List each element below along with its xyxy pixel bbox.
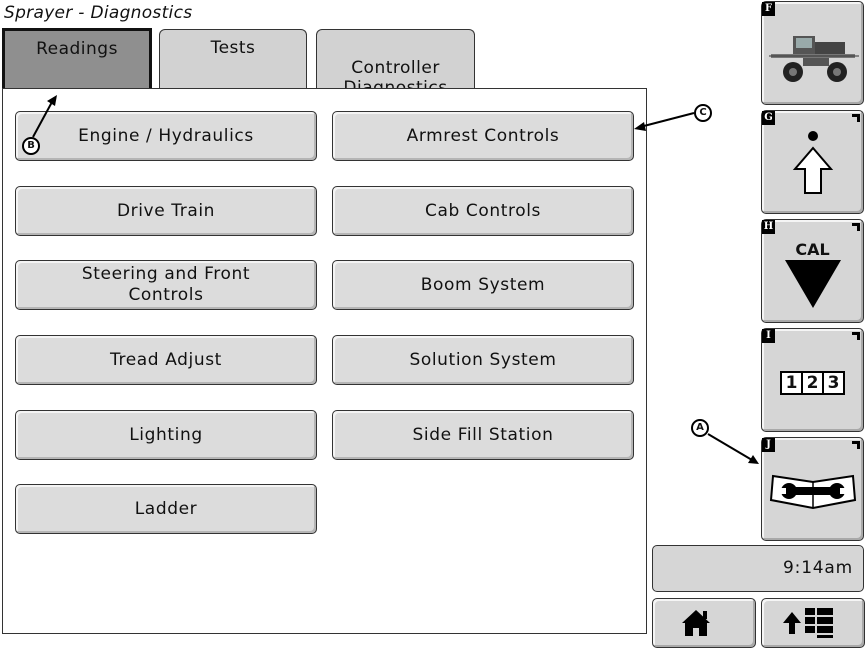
side-fill-station-button[interactable]: Side Fill Station (332, 410, 634, 460)
tread-adjust-button[interactable]: Tread Adjust (15, 335, 317, 385)
corner-marker-icon (852, 332, 860, 340)
home-icon (682, 610, 710, 636)
sprayer-machine-icon (769, 36, 859, 82)
softkey-letter: G (762, 111, 775, 125)
callout-a: A (691, 419, 709, 437)
softkey-i-numeric[interactable]: I 1 2 3 (761, 328, 864, 432)
button-label: Tread Adjust (110, 349, 222, 370)
diagnostics-wrench-book-icon (769, 474, 857, 510)
cab-controls-button[interactable]: Cab Controls (332, 186, 634, 236)
button-label: Boom System (420, 274, 546, 295)
button-label: Armrest Controls (406, 125, 560, 146)
tab-label: Tests (210, 38, 256, 58)
ladder-button[interactable]: Ladder (15, 484, 317, 534)
button-label: Solution System (409, 349, 557, 370)
home-button[interactable] (652, 598, 756, 648)
solution-system-button[interactable]: Solution System (332, 335, 634, 385)
softkey-letter: F (762, 2, 775, 16)
menu-up-button[interactable] (761, 598, 865, 648)
drive-train-button[interactable]: Drive Train (15, 186, 317, 236)
softkey-j-diagnostics[interactable]: J (761, 437, 864, 541)
button-label: Steering and Front Controls (81, 264, 251, 305)
button-label: Cab Controls (425, 200, 541, 221)
lighting-button[interactable]: Lighting (15, 410, 317, 460)
digit: 3 (827, 373, 840, 393)
corner-marker-icon (852, 223, 860, 231)
tab-tests[interactable]: Tests (159, 29, 307, 89)
clock-display: 9:14am (652, 545, 864, 592)
tab-label: Readings (36, 39, 118, 59)
boom-system-button[interactable]: Boom System (332, 260, 634, 310)
cal-label: CAL (795, 240, 830, 259)
armrest-controls-button[interactable]: Armrest Controls (332, 111, 634, 161)
button-label: Drive Train (116, 200, 216, 221)
button-label: Engine / Hydraulics (78, 125, 254, 146)
button-label: Lighting (129, 424, 203, 445)
softkey-letter: I (762, 329, 775, 343)
calibration-icon (785, 260, 841, 308)
corner-marker-icon (852, 114, 860, 122)
callout-b: B (22, 137, 40, 155)
button-label: Ladder (134, 498, 198, 519)
softkey-letter: J (762, 438, 775, 452)
softkey-h-cal[interactable]: H CAL (761, 219, 864, 323)
softkey-f-sprayer[interactable]: F (761, 1, 864, 105)
page-title: Sprayer - Diagnostics (4, 3, 193, 23)
tab-controller-diagnostics[interactable]: Controller Diagnostics (316, 29, 475, 98)
menu-up-icon (783, 608, 833, 638)
tab-readings[interactable]: Readings (2, 28, 152, 94)
callout-c: C (694, 104, 712, 122)
corner-marker-icon (852, 441, 860, 449)
softkey-g-shift[interactable]: G (761, 110, 864, 214)
numeric-entry-icon: 1 2 3 (780, 371, 845, 395)
engine-hydraulics-button[interactable]: Engine / Hydraulics (15, 111, 317, 161)
shift-up-arrow-icon (792, 131, 834, 194)
softkey-letter: H (762, 220, 775, 234)
button-label: Side Fill Station (412, 424, 554, 445)
steering-front-controls-button[interactable]: Steering and Front Controls (15, 260, 317, 310)
digit: 1 (782, 373, 803, 393)
digit: 2 (803, 373, 824, 393)
